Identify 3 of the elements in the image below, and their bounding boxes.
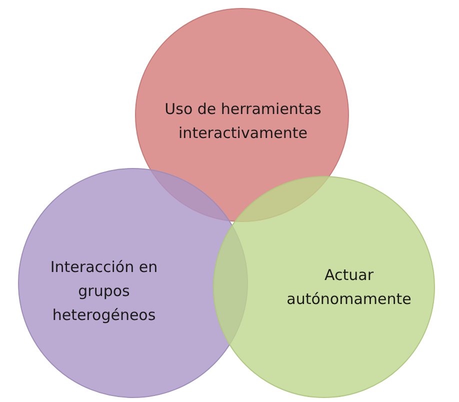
circle-label: Uso de herramientas interactivamente (164, 99, 322, 144)
circle-label: Interacción en grupos heterogéneos (49, 257, 159, 326)
circle-label: Actuar autónomamente (286, 265, 412, 310)
